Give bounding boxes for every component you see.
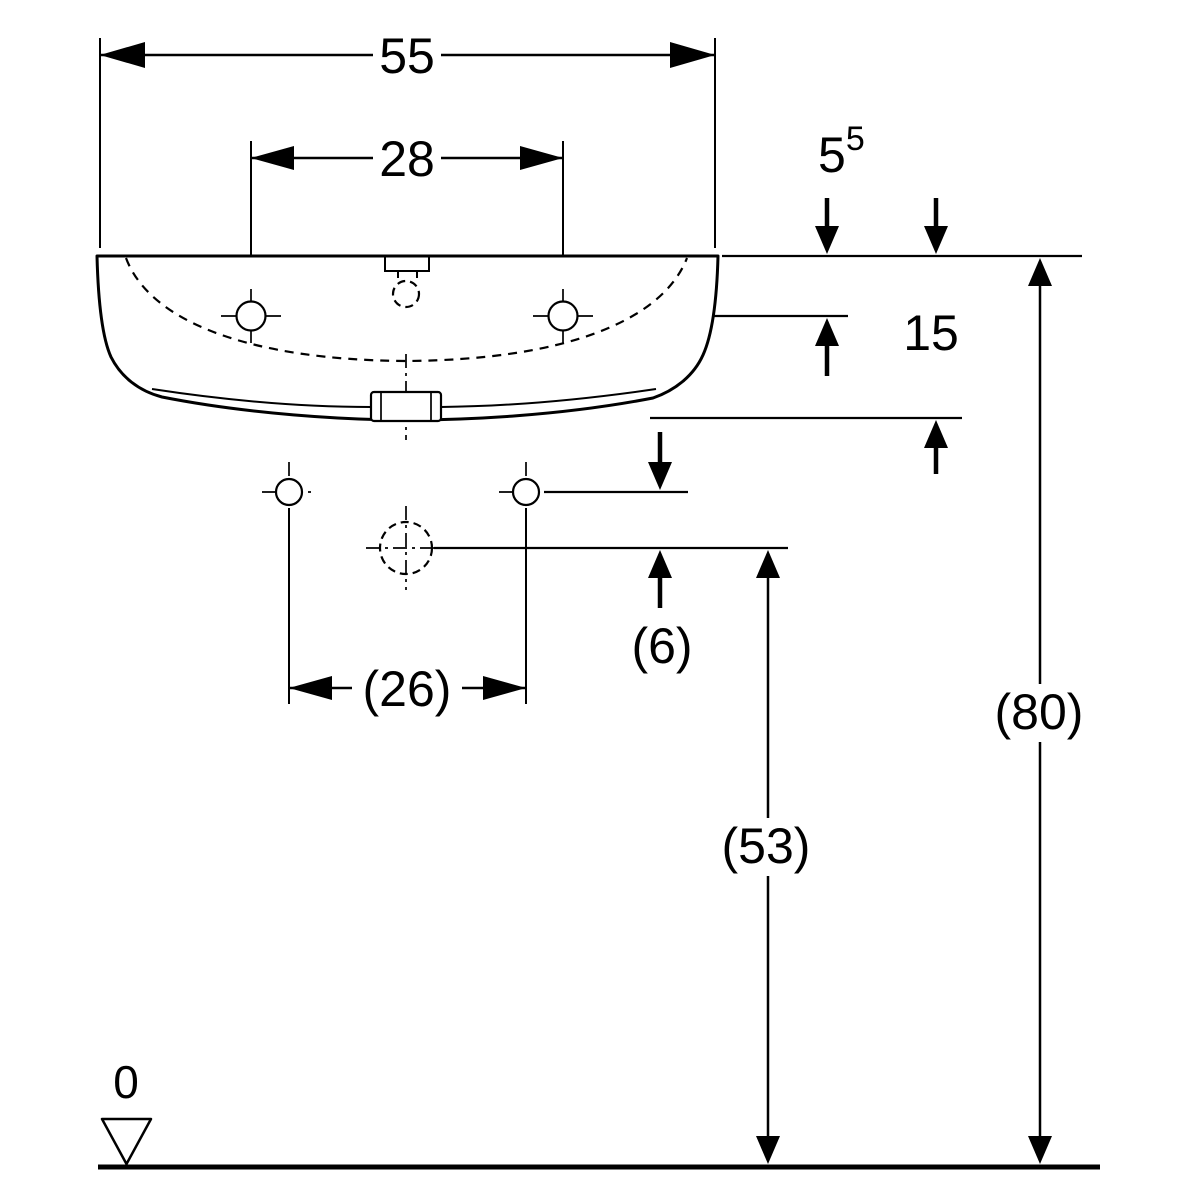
trap-hole xyxy=(366,506,446,590)
fixing-hole-circle xyxy=(274,477,304,507)
dim-basin-height-label: 15 xyxy=(903,305,959,361)
arrow-down-icon xyxy=(1028,1136,1052,1164)
arrow-up-icon xyxy=(815,318,839,346)
arrow-right-icon xyxy=(483,676,526,700)
arrow-down-icon xyxy=(648,462,672,490)
tap-hole-circle xyxy=(235,300,267,332)
dim-basin-height-15: 15 xyxy=(903,198,959,474)
dim-hole-offset-6: (6) xyxy=(631,432,693,674)
arrow-up-icon xyxy=(1028,258,1052,286)
tap-hole-left xyxy=(221,289,281,343)
dim-tap-spacing-label: 28 xyxy=(379,131,435,187)
fixing-holes xyxy=(262,462,553,590)
fixing-hole-left xyxy=(262,462,316,507)
arrow-right-icon xyxy=(520,146,563,170)
datum-triangle-icon xyxy=(100,1117,153,1166)
dim-rim-to-tapholes-label: 55 xyxy=(818,120,865,183)
arrow-down-icon xyxy=(815,226,839,254)
dim-width-55: 55 xyxy=(99,28,716,248)
arrow-left-icon xyxy=(100,42,145,68)
arrow-down-icon xyxy=(924,226,948,254)
bottom-crease-left xyxy=(151,388,372,408)
dim-rim-height-80: (80) xyxy=(995,258,1084,1164)
arrow-up-icon xyxy=(648,550,672,578)
tap-hole-right xyxy=(533,289,593,343)
dim-trap-height-53: (53) xyxy=(722,550,811,1164)
dim-value: 5 xyxy=(818,127,846,183)
arrow-down-icon xyxy=(756,1136,780,1164)
arrow-left-icon xyxy=(251,146,294,170)
arrow-right-icon xyxy=(670,42,715,68)
dim-width-label: 55 xyxy=(379,28,435,84)
overflow-hole-dashed xyxy=(391,279,421,309)
drain-outlet xyxy=(369,390,443,423)
dim-superscript: 5 xyxy=(846,120,865,158)
overflow-recess xyxy=(384,257,430,272)
arrow-up-icon xyxy=(756,550,780,578)
trap-hole-dashed-circle xyxy=(378,520,434,576)
dim-hole-offset-label: (6) xyxy=(631,618,692,674)
dim-fixing-spacing-label: (26) xyxy=(363,661,452,717)
bottom-crease-right xyxy=(440,388,657,408)
dim-tap-spacing-28: 28 xyxy=(250,131,564,296)
floor-datum: 0 xyxy=(98,1056,1100,1170)
dim-fixing-spacing-26: (26) xyxy=(288,508,527,717)
washbasin-front-view xyxy=(95,254,720,440)
dim-rim-to-tapholes-5-5: 55 xyxy=(815,120,865,376)
dim-rim-height-label: (80) xyxy=(995,684,1084,740)
fixing-hole-circle xyxy=(511,477,541,507)
arrow-up-icon xyxy=(924,420,948,448)
arrow-left-icon xyxy=(289,676,332,700)
tap-hole-circle xyxy=(547,300,579,332)
fixing-hole-right xyxy=(499,462,553,507)
datum-zero-label: 0 xyxy=(113,1056,139,1108)
dim-trap-height-label: (53) xyxy=(722,818,811,874)
inner-bowl-dashed-line xyxy=(124,257,689,363)
